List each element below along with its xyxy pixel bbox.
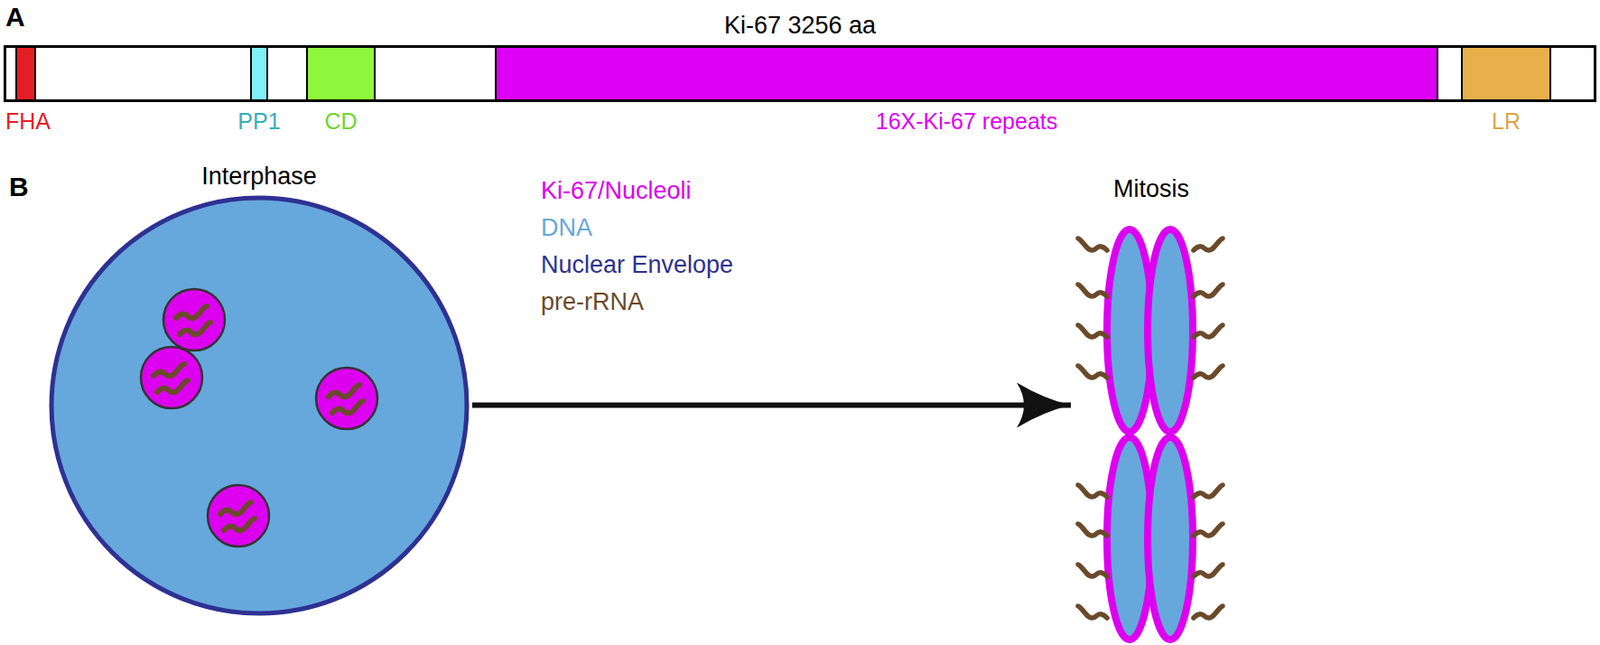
pre-rrna-strand (153, 363, 185, 376)
pre-rrna-strand (1078, 605, 1107, 618)
pre-rrna-strand (328, 384, 360, 397)
node-label: LR (1491, 108, 1521, 135)
nucleolus-body (207, 484, 270, 547)
pre-rrna-strand (1193, 284, 1223, 297)
node-label: Mitosis (1113, 175, 1190, 204)
pre-rrna-strand (1078, 238, 1107, 251)
node-label: CD (324, 108, 357, 135)
pre-rrna-strand (1193, 564, 1223, 577)
pre-rrna-strand (1193, 238, 1223, 251)
pre-rrna-strand (1078, 325, 1107, 337)
transition-arrow (472, 401, 1071, 408)
node-label: Interphase (201, 162, 317, 191)
pre-rrna-strand (223, 518, 255, 531)
legend-entry: Ki-67/Nucleoli (540, 176, 692, 205)
nucleolus-body (316, 367, 378, 429)
legend-text: pre-rRNA (540, 288, 644, 316)
pre-rrna-strand (1193, 523, 1223, 536)
nucleolus (163, 288, 225, 351)
chromosome-illustration (1074, 171, 1228, 643)
cd-domain: CD (306, 47, 376, 100)
legend-text: Nuclear Envelope (540, 251, 734, 279)
lr-domain: LR (1460, 47, 1552, 100)
chromatid (1147, 437, 1193, 640)
chromatid (1147, 229, 1193, 432)
pre-rrna-strand (1193, 365, 1223, 378)
pre-rrna-strand (1193, 605, 1223, 618)
pre-rrna-strand (1078, 365, 1107, 378)
panel-letter: A (5, 1, 26, 32)
pp1-domain: PP1 (250, 47, 269, 100)
nucleolus (316, 367, 378, 429)
node-label: PP1 (237, 108, 280, 135)
nucleolus (140, 346, 203, 409)
fha-domain: FHA (15, 47, 37, 100)
pre-rrna-strand (1078, 523, 1107, 536)
node-label: Ki-67 3256 aa (724, 11, 876, 40)
legend-entry: Nuclear Envelope (540, 251, 734, 280)
mitotic-chromosomes: Mitosis (1074, 171, 1228, 643)
pre-rrna-strand (1078, 284, 1107, 297)
pre-rrna-strand (176, 306, 207, 318)
nucleus-illustration (49, 153, 469, 615)
legend-text: DNA (540, 213, 593, 242)
pre-rrna-strand (220, 502, 252, 514)
nucleolus-body (163, 288, 225, 351)
legend-entry: DNA (540, 213, 593, 242)
pre-rrna-strand (1078, 564, 1107, 577)
nuclear-envelope (51, 197, 467, 614)
legend-text: Ki-67/Nucleoli (540, 176, 692, 205)
node-label: FHA (5, 108, 51, 135)
nucleolus-body (140, 346, 203, 409)
pre-rrna-strand (179, 322, 211, 335)
legend-entry: pre-rRNA (540, 288, 644, 317)
pre-rrna-strand (1078, 484, 1107, 497)
repeat-region: 16X-Ki-67 repeats (494, 47, 1439, 100)
pre-rrna-strand (1193, 484, 1223, 497)
pre-rrna-strand (157, 380, 188, 392)
panel-letter: B (9, 171, 29, 202)
pre-rrna-strand (332, 400, 363, 413)
pre-rrna-strand (1193, 325, 1223, 337)
protein-bar: Ki-67 3256 aaFHAPP1CD16X-Ki-67 repeatsLR (3, 45, 1597, 103)
interphase-nucleus: Interphase (49, 153, 469, 615)
node-label: 16X-Ki-67 repeats (875, 108, 1059, 135)
nucleolus (207, 484, 270, 547)
